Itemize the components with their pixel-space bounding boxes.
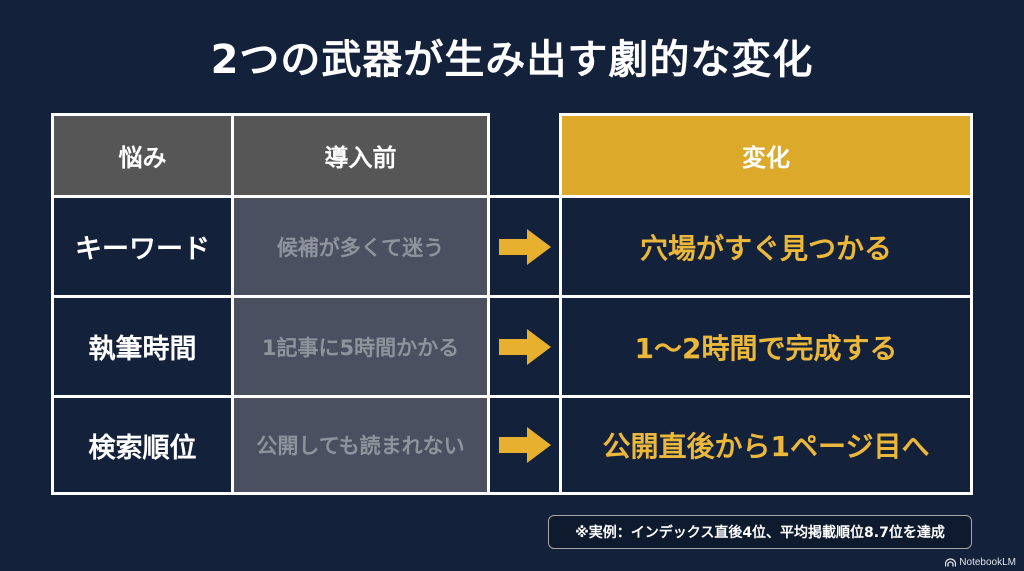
brand-label: NotebookLM [959, 557, 1016, 568]
slide-title: 2つの武器が生み出す劇的な変化 [210, 37, 814, 83]
header-change: 変化 [559, 113, 973, 198]
row-arrow-cell [487, 395, 562, 495]
row-before-writing-time: 1記事に5時間かかる [231, 295, 490, 398]
row-arrow-cell [487, 195, 562, 298]
header-before: 導入前 [231, 113, 490, 198]
row-problem-writing-time: 執筆時間 [51, 295, 234, 398]
row-change-writing-time: 1〜2時間で完成する [559, 295, 973, 398]
notebooklm-branding: NotebookLM [945, 557, 1016, 568]
row-change-keyword: 穴場がすぐ見つかる [559, 195, 973, 298]
row-change-search-rank: 公開直後から1ページ目へ [559, 395, 973, 495]
right-arrow-icon [498, 228, 551, 265]
row-problem-search-rank: 検索順位 [51, 395, 234, 495]
row-before-keyword: 候補が多くて迷う [231, 195, 490, 298]
comparison-table: 悩み 導入前 変化 キーワード 候補が多くて迷う 穴場がすぐ見つかる 執筆時間 … [51, 113, 973, 495]
row-arrow-cell [487, 295, 562, 398]
right-arrow-icon [498, 328, 551, 365]
header-problem: 悩み [51, 113, 234, 198]
right-arrow-icon [498, 427, 551, 463]
row-before-search-rank: 公開しても読まれない [231, 395, 490, 495]
row-problem-keyword: キーワード [51, 195, 234, 298]
case-study-note: ※実例：インデックス直後4位、平均掲載順位8.7位を達成 [548, 515, 972, 549]
notebooklm-logo-icon [945, 558, 957, 567]
